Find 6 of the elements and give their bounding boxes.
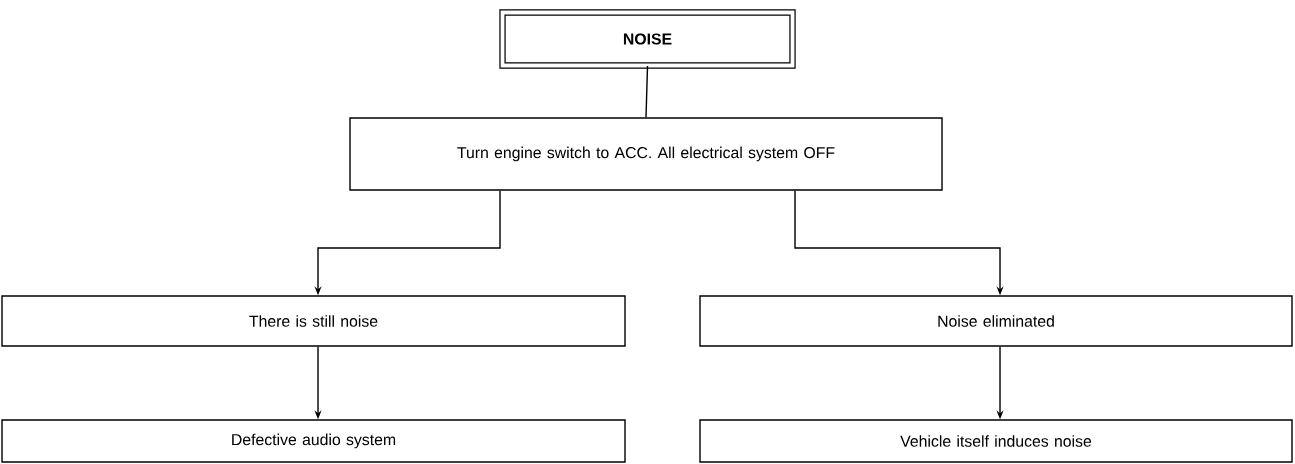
process-box: Defective audio system xyxy=(1,419,626,463)
process-box: There is still noise xyxy=(1,295,626,347)
process-box: Vehicle itself induces noise xyxy=(699,419,1293,463)
process-box: Turn engine switch to ACC. All electrical system OFF xyxy=(349,117,943,191)
process-box: Noise eliminated xyxy=(699,295,1293,347)
title-box: NOISE xyxy=(499,9,796,69)
